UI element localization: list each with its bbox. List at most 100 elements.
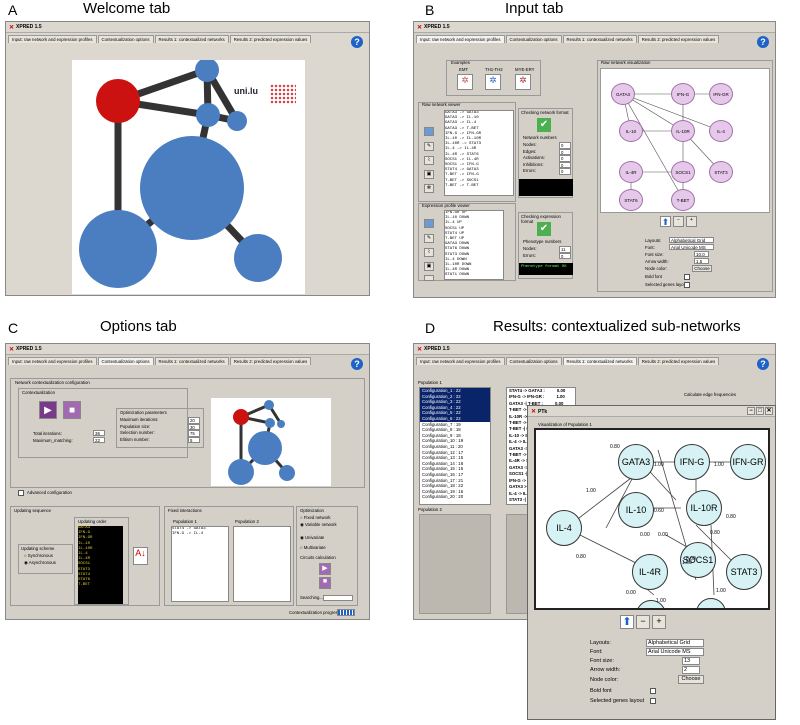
save-disk-icon[interactable]: ▣ [424,170,434,179]
radio-multivariate[interactable]: ○ Multivariate [300,545,326,550]
config-item[interactable]: Configuration_8 : 18 [422,427,461,433]
minimize-icon[interactable]: − [747,407,755,415]
font-size-spinner[interactable]: 10.0 [694,251,709,257]
config-item[interactable]: Configuration_2 : 22 [420,393,490,400]
edit-pencil-icon[interactable]: ✎ [424,234,434,243]
tab-results1[interactable]: Results 1: contextualized networks [154,35,229,43]
play-button[interactable]: ▶ [39,401,57,419]
maximize-icon[interactable]: □ [756,407,764,415]
config-item[interactable]: Configuration_7 : 19 [422,421,461,427]
tab-results1[interactable]: Results 1: contextualized networks [154,357,229,365]
config-item[interactable]: Configuration_14 : 18 [422,460,464,466]
radio-asynchronous[interactable]: ◉ Asynchronous [24,560,56,565]
circuits-stop-button[interactable]: ■ [319,577,331,589]
raw-node-stat3: STAT3 [709,161,733,183]
config-item[interactable]: Configuration_12 : 17 [422,449,464,455]
help-icon[interactable]: ? [757,358,769,370]
clear-brush-icon[interactable]: ⌇ [424,248,434,257]
open-folder-icon[interactable] [424,219,434,228]
config-item[interactable]: Configuration_4 : 22 [420,404,490,411]
zoom-in-icon[interactable]: + [652,615,666,629]
config-item[interactable]: Configuration_15 : 15 [422,466,464,472]
zoom-out-icon[interactable]: − [673,216,684,227]
zoom-out-icon[interactable]: − [636,615,650,629]
radio-variable-network[interactable]: ◉ Variable network [300,522,337,527]
font-select[interactable]: Arial Unicode MS [646,648,704,656]
arrow-up-icon[interactable]: ⬆ [620,615,634,629]
config-item[interactable]: Configuration_6 : 22 [420,415,490,422]
example-th-button[interactable]: ✲ [485,74,501,90]
tab-results2[interactable]: Results 2: predicted expression values [637,35,720,43]
config-item[interactable]: Configuration_9 : 18 [422,432,461,438]
bold-font-checkbox[interactable] [650,688,656,694]
tab-results2[interactable]: Results 2: predicted expression values [229,357,312,365]
config-item[interactable]: Configuration_16 : 17 [422,471,464,477]
clear-brush-icon[interactable]: ⌇ [424,156,434,165]
bold-font-checkbox[interactable] [684,274,690,280]
radio-synchronous[interactable]: ○ Synchronous [24,553,53,558]
zoom-in-icon[interactable]: + [686,216,697,227]
tab-results2[interactable]: Results 2: predicted expression values [229,35,312,43]
tab-input[interactable]: Input: raw network and expression profil… [416,357,505,365]
config-item[interactable]: Configuration_17 : 21 [422,477,464,483]
advanced-config-checkbox[interactable] [18,490,24,496]
save-disk-icon[interactable]: ▣ [424,262,434,271]
tab-options[interactable]: Contextualization options [97,357,154,365]
radio-fixed-network[interactable]: ○ Fixed network [300,515,331,520]
stop-button[interactable]: ■ [63,401,81,419]
selected-genes-checkbox[interactable] [684,282,690,288]
layout-select[interactable]: Alphabetical Grid [646,639,704,647]
network-icon[interactable]: ✻ [424,184,434,193]
tab-input[interactable]: Input: raw network and expression profil… [8,35,97,43]
tab-input[interactable]: Input: raw network and expression profil… [416,35,505,43]
config-item[interactable]: Configuration_10 : 19 [422,438,464,444]
config-item[interactable]: Configuration_13 : 15 [422,455,464,461]
population2-list[interactable] [419,514,491,614]
open-folder-icon[interactable] [424,127,434,136]
edge-item: GATA3 -> [507,465,575,471]
selected-genes-checkbox[interactable] [650,698,656,704]
edit-pencil-icon[interactable]: ✎ [424,142,434,151]
font-size-spinner[interactable]: 13 [682,657,700,665]
network-icon[interactable] [424,275,434,281]
tab-results1[interactable]: Results 1: contextualized networks [562,357,637,365]
example-emt-button[interactable]: ✲ [457,74,473,90]
pop2-fixed-list[interactable] [233,526,291,602]
help-icon[interactable]: ? [351,36,363,48]
tab-options[interactable]: Contextualization options [97,35,154,43]
config-item[interactable]: Configuration_20 : 20 [422,494,464,500]
config-item[interactable]: Configuration_11 : 20 [422,443,463,449]
config-item[interactable]: Configuration_18 : 22 [422,483,464,489]
help-icon[interactable]: ? [757,36,769,48]
tab-options[interactable]: Contextualization options [505,357,562,365]
circuits-play-button[interactable]: ▶ [319,563,331,575]
layout-select[interactable]: Alphabetical Grid [669,237,714,243]
arrow-width-spinner[interactable]: 2 [682,666,700,674]
tab-options[interactable]: Contextualization options [505,35,562,43]
config-item[interactable]: Configuration_5 : 22 [420,410,490,416]
radio-univariate[interactable]: ◉ Univariate [300,535,325,540]
sort-az-icon[interactable]: A↓ [133,547,148,565]
help-icon[interactable]: ? [351,358,363,370]
config-item[interactable]: Configuration_19 : 16 [422,488,464,494]
tab-results2[interactable]: Results 2: predicted expression values [637,357,720,365]
raw-network-canvas[interactable]: GATA3 IFN-G IFN-GR IL-10 IL-10R IL-4 IL-… [600,68,770,213]
tab-results1[interactable]: Results 1: contextualized networks [562,35,637,43]
font-select[interactable]: Arial Unicode MS [669,244,714,250]
arrow-up-icon[interactable]: ⬆ [660,216,671,227]
choose-color-button[interactable]: Choose [678,675,704,684]
tab-input[interactable]: Input: raw network and expression profil… [8,357,97,365]
updating-scheme-title: Updating scheme [21,546,55,551]
close-icon[interactable]: ✕ [765,407,773,415]
config-item[interactable]: Configuration_1 : 22 [420,388,490,394]
arrow-width-spinner[interactable]: 1.5 [694,258,709,264]
example-mye-button[interactable]: ✲ [515,74,531,90]
choose-color-button[interactable]: Choose [692,265,712,272]
population-graph-canvas[interactable]: GATA3 IFN-G IFN-GR IL-10 IL-10R IL-4 IL-… [534,428,770,610]
config-item[interactable]: Configuration_3 : 22 [420,399,490,405]
